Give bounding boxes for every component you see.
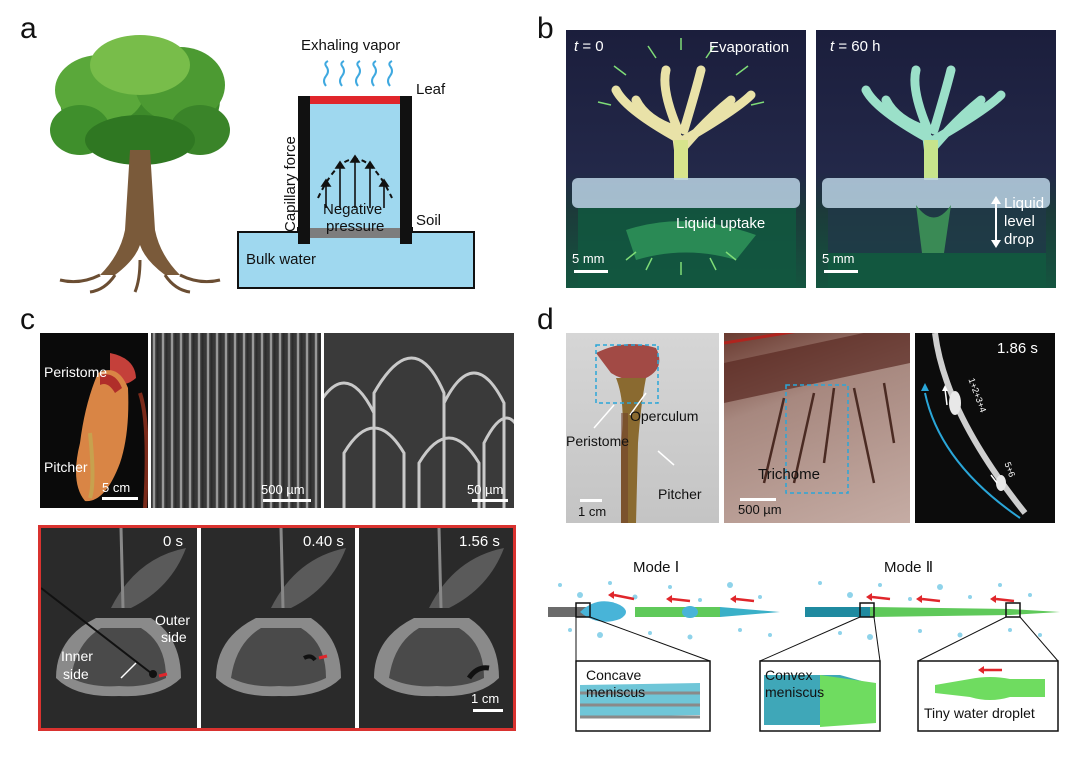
operculum-label: Operculum bbox=[630, 408, 699, 424]
frame-0.40s: 0.40 s bbox=[201, 528, 355, 728]
scalebar-1cm-d bbox=[580, 499, 602, 502]
panel-letter-c: c bbox=[20, 303, 35, 336]
scalebar-b-right bbox=[824, 270, 858, 273]
photo-t0: t = 0 Evaporation Liquid uptake 5 mm bbox=[566, 30, 806, 288]
scalebar-b-left bbox=[574, 270, 608, 273]
capillary-schematic bbox=[237, 96, 475, 289]
scale-b-left-label: 5 mm bbox=[572, 251, 605, 266]
droplet-track bbox=[921, 333, 1028, 519]
frame-divider-1 bbox=[197, 528, 201, 728]
concave-label: Concave bbox=[586, 667, 642, 683]
panel-letter-a: a bbox=[20, 12, 37, 45]
convex-meniscus-label: meniscus bbox=[765, 684, 825, 700]
sem-image-50um: 50 µm bbox=[324, 333, 514, 508]
photo-trichome: Trichome 500 µm bbox=[724, 333, 910, 523]
tiny-droplet-label: Tiny water droplet bbox=[924, 705, 1035, 721]
photo-sarracenia: Operculum Peristome Pitcher 1 cm bbox=[566, 333, 719, 523]
vapor-wavy-lines bbox=[323, 60, 393, 87]
time-series-frame: 0 s Outer side Inner side 0.40 s 1.56 s … bbox=[38, 525, 516, 731]
mode-1-label: Mode Ⅰ bbox=[633, 559, 680, 576]
inner-side-label: side bbox=[63, 666, 89, 682]
outer-side-label: side bbox=[161, 629, 187, 645]
trichome-label: Trichome bbox=[758, 466, 820, 483]
pitcher-crosssection-2 bbox=[374, 528, 504, 697]
leaf-label: Leaf bbox=[416, 81, 446, 98]
evaporation-label: Evaporation bbox=[709, 39, 790, 56]
liquid-uptake-label: Liquid uptake bbox=[676, 215, 766, 232]
time-t0-label: t = 0 bbox=[574, 38, 604, 55]
drop-label: drop bbox=[1004, 231, 1035, 248]
convex-label: Convex bbox=[765, 667, 813, 683]
level-label: level bbox=[1004, 213, 1035, 230]
photo-droplet-transport: 1.86 s 1+2+3+4 5+6 bbox=[915, 333, 1055, 523]
pressure-label: pressure bbox=[326, 218, 385, 235]
photo-pitcher-plant: Peristome Pitcher 5 cm bbox=[40, 333, 148, 508]
time-t60-label: t = 60 h bbox=[830, 38, 881, 55]
trichome-lines bbox=[724, 333, 910, 494]
capillary-force-label: Capillary force bbox=[282, 136, 299, 232]
scale-500um-label-d: 500 µm bbox=[738, 502, 782, 517]
tree-illustration bbox=[50, 35, 230, 294]
pitcher-label-c: Pitcher bbox=[44, 459, 88, 475]
peristome-label-d: Peristome bbox=[566, 433, 630, 449]
pitcher-crosssection-1 bbox=[216, 528, 346, 697]
panel-letter-d: d bbox=[537, 303, 554, 336]
pitcher-label-d: Pitcher bbox=[658, 486, 702, 502]
sem-arch-pattern bbox=[324, 356, 514, 508]
negative-label: Negative bbox=[323, 201, 383, 218]
pitcher-crosssection-0 bbox=[41, 528, 186, 697]
bulk-water-label: Bulk water bbox=[246, 251, 317, 268]
soil-label: Soil bbox=[416, 212, 442, 229]
panel-letter-b: b bbox=[537, 12, 554, 45]
sem-image-500um: 500 µm bbox=[151, 333, 321, 508]
inner-label: Inner bbox=[61, 648, 93, 664]
time-0.40s-label: 0.40 s bbox=[303, 533, 344, 550]
frame-0s: 0 s Outer side Inner side bbox=[41, 528, 197, 728]
scalebar-500um-d bbox=[740, 498, 776, 501]
liquid-label: Liquid bbox=[1004, 195, 1045, 212]
scale-50um-label: 50 µm bbox=[467, 482, 504, 497]
scalebar-1cm-c bbox=[473, 709, 503, 712]
photo-t60: t = 60 h Liquid level drop 5 mm bbox=[816, 30, 1056, 288]
time-0s-label: 0 s bbox=[163, 533, 184, 550]
scale-1cm-label-d: 1 cm bbox=[578, 504, 607, 519]
scale-500um-label-c: 500 µm bbox=[261, 482, 305, 497]
tree-structure-t60 bbox=[822, 65, 1050, 288]
time-1.86s-label: 1.86 s bbox=[997, 340, 1038, 357]
frame-divider-2 bbox=[355, 528, 359, 728]
mode-schematics bbox=[548, 581, 1060, 732]
scalebar-50um bbox=[472, 499, 508, 502]
scalebar-5cm bbox=[102, 497, 138, 500]
scale-5cm-label: 5 cm bbox=[102, 480, 131, 495]
scale-b-right-label: 5 mm bbox=[822, 251, 855, 266]
peristome-label-c: Peristome bbox=[44, 364, 108, 380]
tree-structure-t0 bbox=[572, 38, 800, 288]
pitcher-shape bbox=[76, 353, 148, 508]
outer-label: Outer bbox=[155, 612, 191, 628]
mode-2-label: Mode Ⅱ bbox=[884, 559, 934, 576]
concave-meniscus-label: meniscus bbox=[586, 684, 646, 700]
scalebar-500um-c bbox=[263, 499, 311, 502]
scale-1cm-label-c: 1 cm bbox=[471, 691, 500, 706]
sarracenia-shape bbox=[593, 344, 675, 523]
frame-1.56s: 1.56 s 1 cm bbox=[359, 528, 513, 728]
time-1.56s-label: 1.56 s bbox=[459, 533, 500, 550]
exhaling-vapor-label: Exhaling vapor bbox=[301, 37, 401, 54]
